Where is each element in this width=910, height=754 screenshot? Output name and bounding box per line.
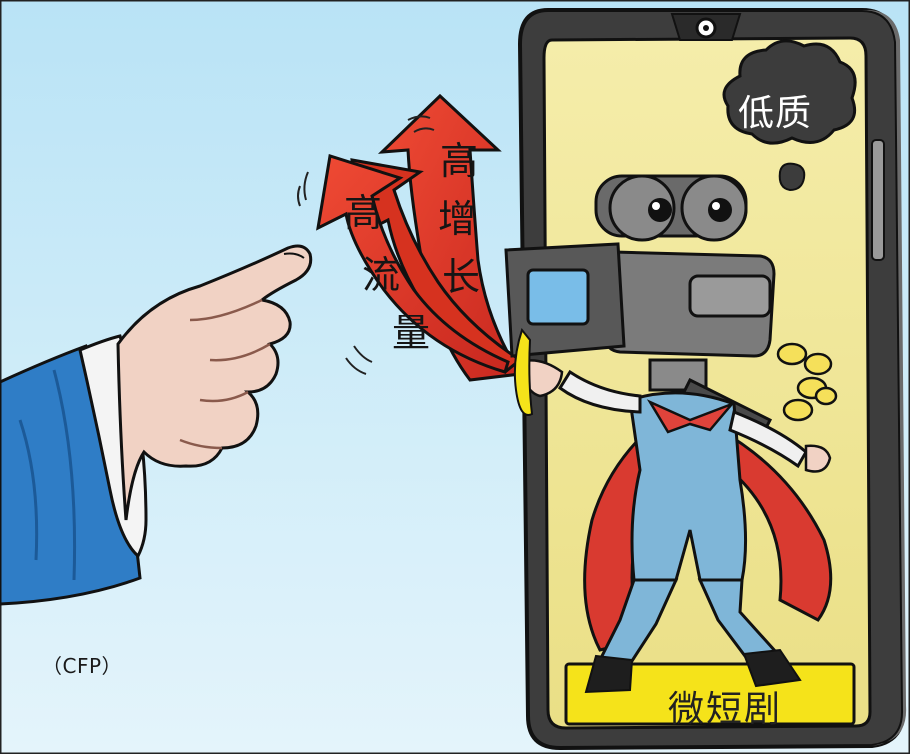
traffic-arrow-left [316,154,523,374]
hero-figure [513,327,833,694]
side-button [871,139,885,261]
movie-camera [504,174,776,439]
cloud-label: 低质 [738,93,813,134]
arrow-left-char-2: 流 [362,253,401,297]
arrow-right-char-1: 高 [440,139,479,183]
camera-lens-screen [526,268,590,326]
image-credit: （CFP） [42,654,123,678]
motion-lines [297,115,435,375]
arrow-right-char-3: 长 [442,255,481,299]
pointing-hand [116,244,313,521]
arrow-right-char-2: 增 [438,197,477,241]
arrow-left-char-3: 量 [392,311,431,355]
phone-screen-label: 微短剧 [667,689,782,730]
thought-cloud [722,39,857,192]
gold-coins [776,342,838,422]
arrow-left-char-1: 高 [344,191,383,235]
